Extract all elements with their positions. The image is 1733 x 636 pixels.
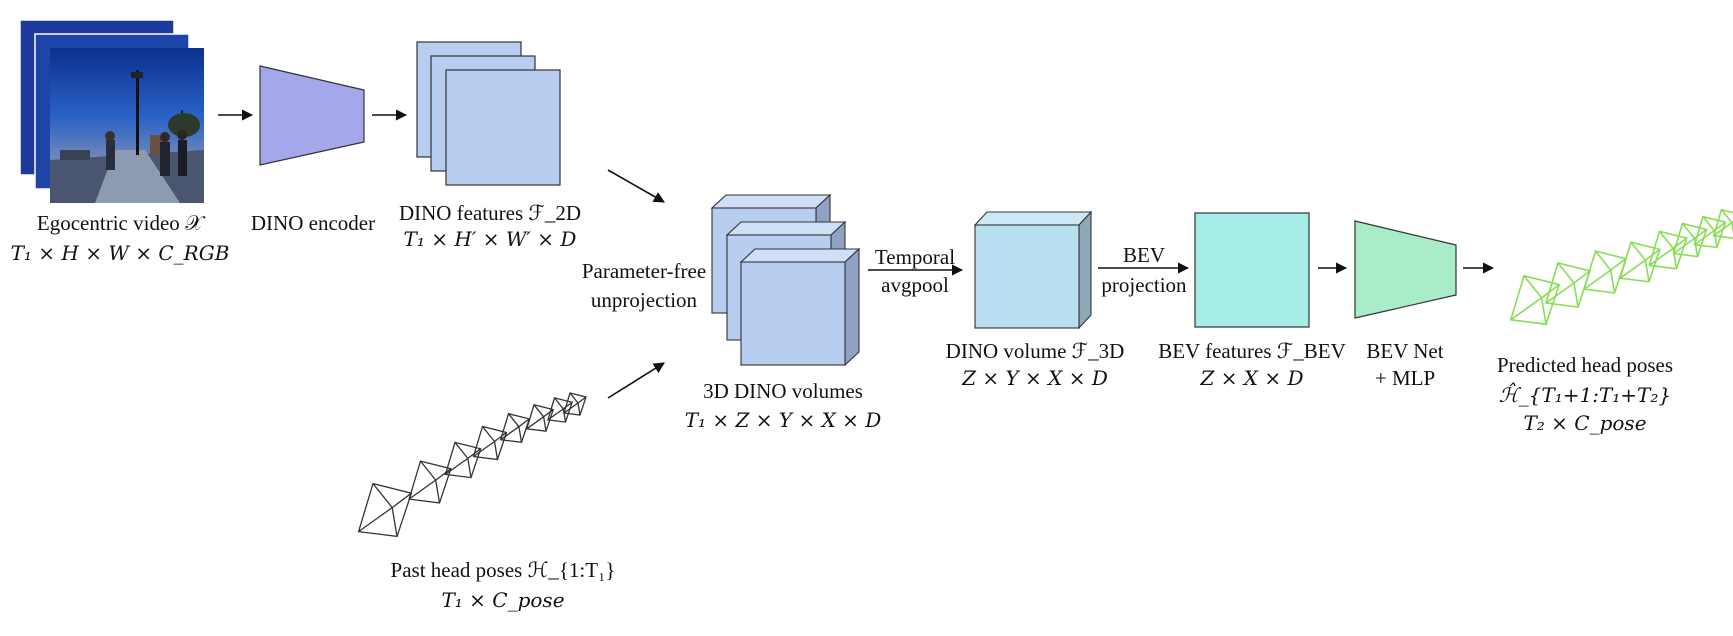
- past-pose-frustum-icon: [472, 425, 508, 461]
- temporal-line1: Temporal: [875, 245, 955, 269]
- past-pose-trajectory: [357, 392, 587, 538]
- bevproj-line1: BEV: [1123, 243, 1165, 267]
- pred-pose-frustum-icon: [1693, 215, 1727, 249]
- pred-pose-frustum-icon: [1509, 274, 1561, 326]
- encoder-label: DINO encoder: [251, 211, 375, 235]
- pred-dims: T₂ × C_pose: [1523, 411, 1646, 435]
- past-pose-frustum-icon: [408, 460, 452, 504]
- dino-encoder-trapezoid: [259, 65, 365, 166]
- pred-pose-frustum-icon: [1672, 222, 1708, 258]
- bevproj-line2: projection: [1101, 273, 1187, 297]
- volume3d-label: DINO volume ℱ_3D: [946, 339, 1125, 363]
- video-frame-stack: [19, 19, 204, 203]
- past-pose-frustum-icon: [357, 482, 413, 538]
- pred-label: Predicted head poses: [1497, 353, 1673, 377]
- arrow-pastposes-to-volumes: [607, 362, 665, 399]
- bevfeat-label: BEV features ℱ_BEV: [1158, 339, 1346, 363]
- past-pose-frustum-icon: [444, 441, 482, 479]
- past-label: Past head poses ℋ_{1:T₁}: [391, 558, 616, 582]
- temporal-line2: avgpool: [881, 273, 949, 297]
- unproj-line2: unprojection: [591, 288, 698, 312]
- dino-features-stack: [416, 41, 561, 186]
- pred-pose-frustum-icon: [1619, 241, 1661, 283]
- pred-symbol: ℋ̂_{T₁+1:T₁+T₂}: [1499, 382, 1671, 407]
- dino-volumes-stack: [710, 193, 861, 367]
- volumes3d-dims: T₁ × Z × Y × X × D: [685, 408, 882, 432]
- past-pose-frustum-icon: [547, 397, 573, 423]
- video-dims: T₁ × H × W × C_RGB: [11, 241, 230, 265]
- features2d-label: DINO features ℱ_2D: [399, 201, 581, 225]
- arrow-features-to-volumes: [607, 169, 665, 203]
- bevnet-line2: + MLP: [1375, 366, 1435, 390]
- video-frame-image: [50, 48, 204, 203]
- bev-features-map: [1194, 212, 1310, 328]
- past-dims: T₁ × C_pose: [441, 588, 564, 612]
- pred-pose-frustum-icon: [1712, 208, 1733, 239]
- bevnet-line1: BEV Net: [1366, 339, 1443, 363]
- video-label: Egocentric video 𝒳: [37, 211, 206, 235]
- pred-pose-frustum-icon: [1544, 262, 1592, 308]
- feature-map-front: [445, 69, 561, 186]
- volume-cube-front: [739, 247, 861, 367]
- dino-volume-cube: [973, 210, 1093, 330]
- bev-net-trapezoid: [1354, 220, 1457, 319]
- features2d-dims: T₁ × H′ × W′ × D: [404, 227, 577, 251]
- past-pose-frustum-icon: [563, 392, 587, 416]
- volumes3d-label: 3D DINO volumes: [703, 379, 863, 403]
- pred-pose-trajectory: [1509, 208, 1733, 326]
- unproj-line1: Parameter-free: [582, 259, 706, 283]
- volume3d-dims: Z × Y × X × D: [961, 366, 1108, 390]
- bevfeat-dims: Z × X × D: [1199, 366, 1303, 390]
- past-pose-frustum-icon: [525, 404, 555, 432]
